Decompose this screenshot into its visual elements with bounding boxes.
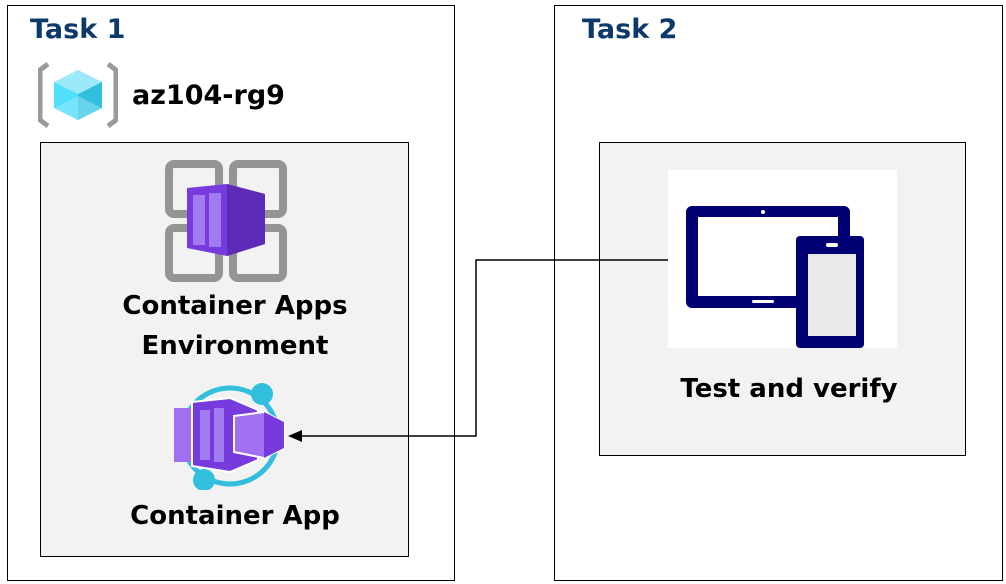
environment-label-line2: Environment: [141, 331, 329, 361]
environment-label-line1: Container Apps: [122, 291, 348, 321]
container-app-label: Container App: [130, 501, 340, 531]
task2-panel: [554, 5, 1003, 581]
resource-group-icon: [38, 62, 118, 128]
test-verify-label: Test and verify: [680, 374, 898, 404]
resource-group-name: az104-rg9: [132, 80, 285, 111]
environment-label: Container Apps Environment: [40, 286, 430, 366]
task1-panel: [7, 5, 455, 581]
devices-icon: [686, 206, 864, 348]
container-app-icon: [174, 383, 285, 490]
task2-title: Task 2: [582, 14, 678, 45]
container-apps-environment-icon: [165, 160, 287, 282]
task1-title: Task 1: [30, 14, 126, 45]
